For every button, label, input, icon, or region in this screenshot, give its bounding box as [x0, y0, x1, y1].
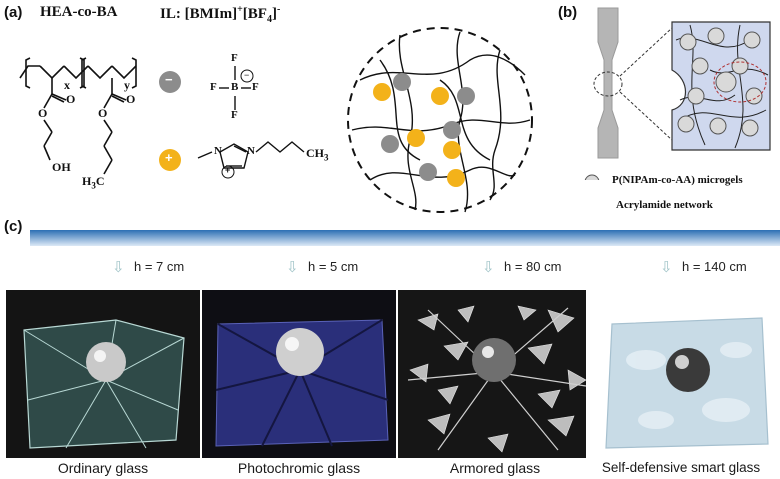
panel-c-label: (c): [4, 218, 23, 235]
bf4-f-bottom: F: [231, 109, 238, 121]
cation-sign: +: [165, 150, 173, 165]
photo-ordinary-glass: [6, 290, 200, 458]
photo-smart-glass: [586, 290, 776, 458]
anion-symbol: [159, 71, 181, 93]
bmim-charge: +: [225, 165, 231, 175]
ester-oxygen-right: O: [98, 106, 108, 120]
down-arrow-icon: ⇩: [660, 259, 673, 276]
down-arrow-icon: ⇩: [482, 259, 495, 276]
copolymer-structure: [19, 57, 137, 175]
ionogel-network: [347, 27, 533, 213]
drop-height-4: h = 140 cm: [682, 259, 747, 274]
polymer-name: HEA-co-BA: [40, 4, 118, 20]
bf4-structure: [219, 66, 254, 110]
bf4-f-left: F: [210, 81, 217, 93]
cation-symbol: [159, 149, 181, 171]
ion-symbols: [159, 71, 181, 171]
subscript-y: y: [124, 78, 130, 92]
ester-oxygen-left: O: [38, 106, 48, 120]
drop-height-3: h = 80 cm: [504, 259, 562, 274]
anion-sign: −: [165, 72, 173, 87]
bmim-structure: [197, 141, 305, 179]
subscript-x: x: [64, 78, 70, 92]
panel-b: (b): [540, 0, 780, 220]
carbonyl-oxygen-right: O: [126, 92, 136, 106]
drop-height-1: h = 7 cm: [134, 259, 185, 274]
bf4-f-right: F: [252, 81, 259, 93]
carbonyl-oxygen-left: O: [66, 92, 76, 106]
drop-height-bar: [30, 230, 780, 246]
bf4-f-top: F: [231, 52, 238, 64]
caption-3: Armored glass: [449, 460, 541, 476]
photo-armored-glass: [398, 290, 592, 458]
microgel-symbol: [584, 174, 600, 180]
hydrogel-schematic: [584, 7, 771, 180]
bf4-charge: −: [244, 70, 250, 80]
methyl-group-butyl: H3C: [82, 174, 105, 191]
panel-a-label: (a): [4, 4, 23, 21]
down-arrow-icon: ⇩: [112, 259, 125, 276]
drop-height-2: h = 5 cm: [308, 259, 359, 274]
photo-photochromic-glass: [202, 290, 396, 458]
bmim-n3: N: [247, 145, 255, 157]
panel-a: (a) HEA-co-BA IL: [BMIm]+[BF4]-: [0, 0, 540, 220]
bf4-b: B: [231, 81, 239, 93]
legend-network: Acrylamide network: [616, 199, 713, 211]
panel-b-label: (b): [558, 4, 578, 21]
hydroxyl-group: OH: [52, 160, 71, 174]
ionic-liquid-label: IL: [BMIm]+[BF4]-: [160, 4, 281, 25]
legend-microgel: P(NIPAm-co-AA) microgels: [612, 174, 743, 186]
caption-4: Self-defensive smart glass: [601, 460, 761, 475]
down-arrow-icon: ⇩: [286, 259, 299, 276]
bmim-methyl: CH3: [306, 146, 329, 163]
caption-2: Photochromic glass: [237, 460, 361, 476]
caption-1: Ordinary glass: [57, 460, 149, 476]
bmim-n1: N: [214, 145, 222, 157]
panel-c: (c) ⇩ h = 7 cm Ordinary glass ⇩ h = 5 cm: [0, 218, 780, 479]
